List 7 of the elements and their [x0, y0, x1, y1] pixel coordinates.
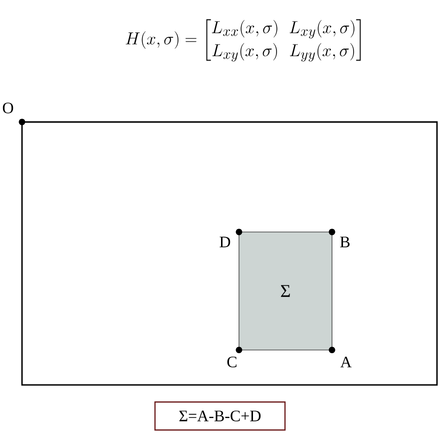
formula: $H(x,\sigma) = \begin{bmatrix}L_{xx}(x,\sigma) & L_{xy}(x,\sigma)\\ L_{xy}(x,\sigma) & L_{yy}(x,\sigma)\end{bmatrix}$	[126, 19, 361, 62]
region-box: Σ	[238, 232, 332, 350]
image-frame	[21, 121, 438, 386]
corner-label: O	[2, 102, 14, 114]
formula-box: Σ=A-B-C+D	[154, 401, 286, 431]
corner-label: A	[340, 356, 352, 368]
corner-label: C	[227, 356, 236, 368]
